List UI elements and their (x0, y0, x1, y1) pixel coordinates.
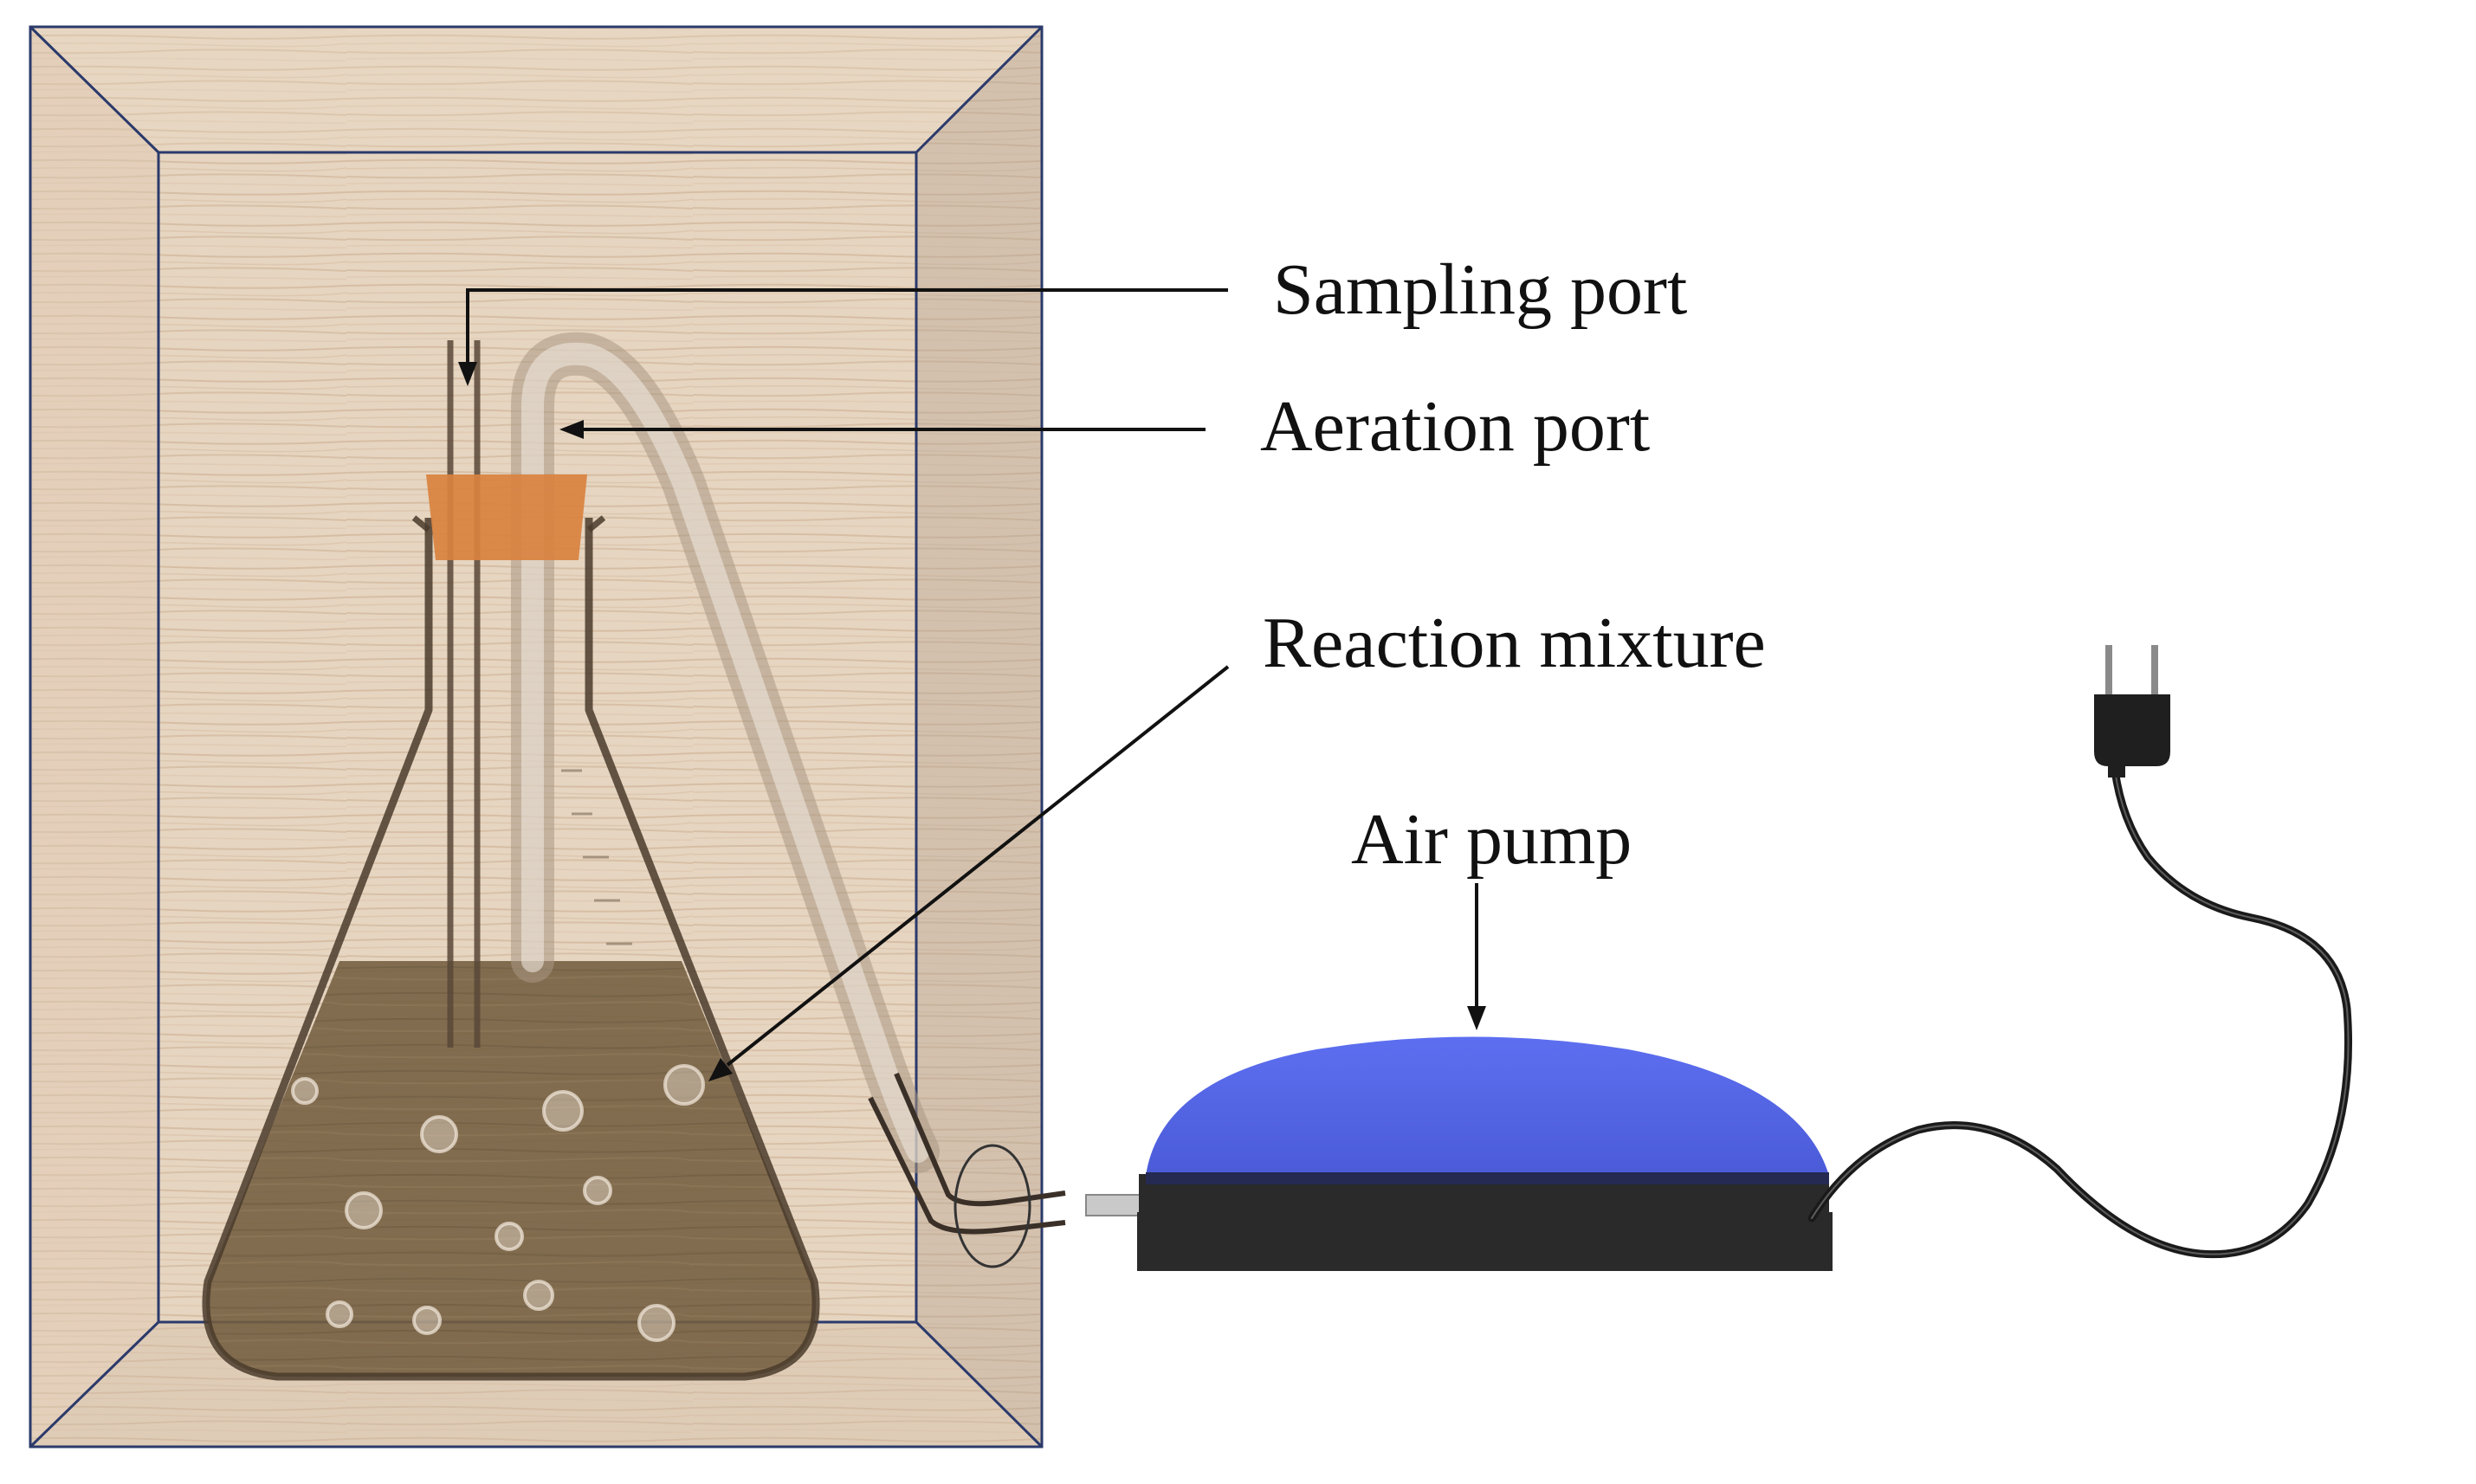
box-left-wall (30, 27, 158, 1447)
bubble (637, 1304, 676, 1342)
aeration-port-arrowhead (559, 420, 584, 439)
bubble (495, 1222, 524, 1251)
cable (1807, 749, 2352, 1259)
box-right-wall (916, 27, 1042, 1447)
plug-strain-relief (2108, 765, 2125, 777)
box-edge-tl (29, 25, 160, 154)
box-edge-bl (29, 1320, 160, 1449)
sampling-port-arrowhead (458, 362, 477, 386)
flask-body (202, 518, 820, 1381)
power-cable (1807, 749, 2352, 1259)
bubble (326, 1300, 353, 1328)
reaction-mixture-leader (726, 665, 1230, 1067)
bubble (345, 1191, 383, 1229)
plug-pin-right (2151, 645, 2158, 697)
box-edge-br (915, 1320, 1044, 1449)
bubble (291, 1077, 319, 1105)
plug-body (2094, 694, 2170, 766)
pump-band (1146, 1172, 1829, 1184)
bubble (663, 1064, 705, 1106)
aeration-port-label: Aeration port (1260, 386, 1650, 467)
bubble (583, 1176, 612, 1205)
reaction-mixture-label: Reaction mixture (1263, 603, 1766, 683)
stopper (426, 474, 587, 560)
sampling-port-leader (466, 288, 1228, 371)
sampling-port-label: Sampling port (1273, 249, 1687, 330)
flask-graduations (561, 769, 632, 945)
tube-connection-highlight (954, 1144, 1031, 1268)
air-bubbles (291, 1064, 705, 1342)
bubble (412, 1306, 442, 1335)
flask-liquid (205, 961, 817, 1377)
plug-pin-left (2105, 645, 2112, 697)
bubble (420, 1115, 458, 1153)
pump-dome (1146, 1036, 1829, 1176)
box-outer-edge (29, 25, 1044, 1449)
power-plug-icon (2094, 645, 2170, 777)
bubble (542, 1090, 584, 1132)
arrowheads (458, 362, 1486, 1081)
aeration-tube-highlight (521, 342, 929, 1163)
erlenmeyer-flask-icon (202, 515, 820, 1381)
cable-highlight (1811, 752, 2350, 1255)
air-pump-arrowhead (1467, 1006, 1486, 1030)
bubble (523, 1280, 554, 1311)
reaction-mixture-arrowhead (708, 1058, 733, 1081)
flask-lip (411, 515, 606, 532)
box-top-wall (30, 27, 1042, 152)
leader-lines (466, 288, 1478, 1067)
air-pump-label: Air pump (1351, 799, 1632, 880)
air-pump-icon (1085, 1036, 1833, 1271)
pump-base (1137, 1174, 1833, 1271)
sampling-tube (447, 340, 481, 1048)
aeration-tube (511, 332, 1066, 1268)
box-edge-tr (915, 25, 1044, 154)
air-line-upper (894, 1072, 1066, 1207)
